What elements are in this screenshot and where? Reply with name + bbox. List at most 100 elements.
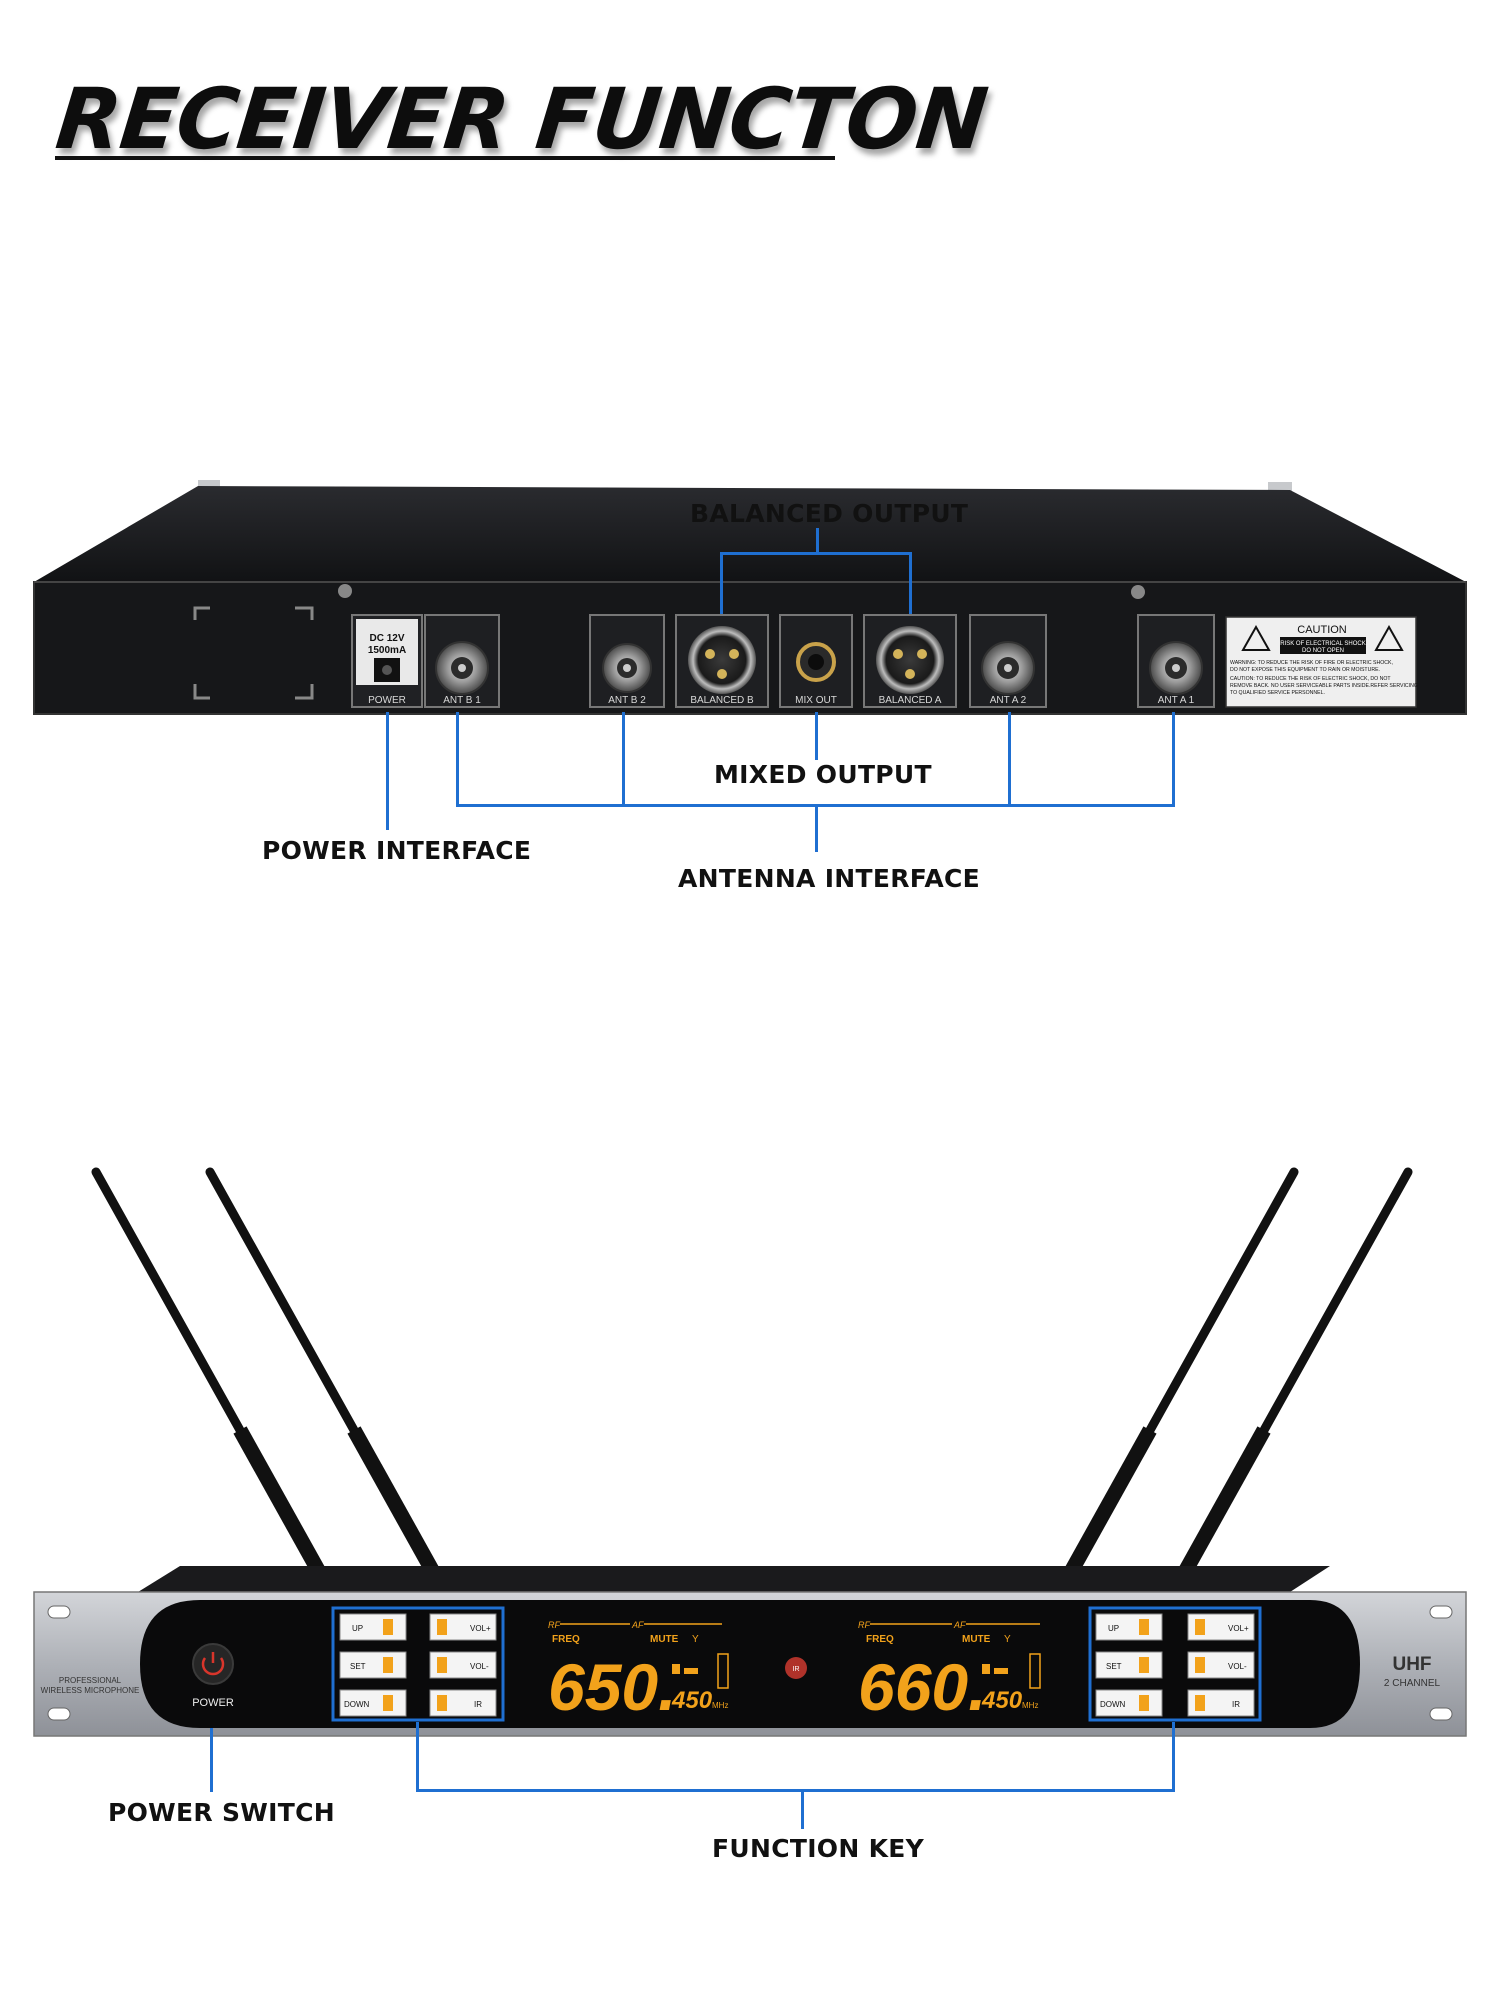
key-left-set[interactable]: SET [339, 1651, 407, 1679]
key-right-set-label: SET [1106, 1662, 1122, 1671]
channel-b-battery-icon [994, 1668, 1008, 1674]
antenna-interface-callout: ANTENNA INTERFACE [678, 864, 980, 893]
channel-b-level-meter [1029, 1653, 1041, 1689]
port-label-power: POWER [368, 695, 406, 706]
antenna-leader-b1 [456, 712, 459, 807]
balanced-output-leader-stem [816, 528, 819, 554]
power-switch-callout: POWER SWITCH [108, 1798, 335, 1827]
model-label: UHF [1392, 1654, 1431, 1675]
key-right-vol-up[interactable]: VOL+ [1187, 1613, 1255, 1641]
antenna-leader-a1 [1172, 712, 1175, 807]
power-label: POWER [192, 1697, 234, 1709]
function-key-leader-stem [801, 1789, 804, 1829]
power-spec-line1: DC 12V [369, 633, 404, 644]
antenna-leader-a2 [1008, 712, 1011, 807]
key-right-vol-down-label: VOL- [1228, 1662, 1247, 1671]
balanced-output-leader-right [909, 552, 912, 614]
key-left-up-label: UP [352, 1624, 363, 1633]
channel-b-freq-label: FREQ [866, 1634, 894, 1645]
port-label-balanced-a: BALANCED A [879, 695, 942, 706]
key-right-ir-label: IR [1232, 1700, 1240, 1709]
port-label-balanced-b: BALANCED B [690, 695, 754, 706]
front-panel: PROFESSIONAL WIRELESS MICROPHONE POWER U… [33, 1167, 1467, 1737]
antenna-left-outer [91, 1167, 325, 1575]
channel-a-freq-main: 650. [548, 1650, 676, 1724]
function-key-group-right-frame [1088, 1606, 1262, 1722]
caution-line2: REMOVE BACK. NO USER SERVICEABLE PARTS I… [1230, 683, 1418, 689]
channel-a-freq-label: FREQ [552, 1634, 580, 1645]
key-left-vol-up[interactable]: VOL+ [429, 1613, 497, 1641]
channel-a-rf: RF [548, 1620, 560, 1630]
key-left-ir[interactable]: IR [429, 1689, 497, 1717]
key-right-down[interactable]: DOWN [1095, 1689, 1163, 1717]
key-left-set-label: SET [350, 1662, 366, 1671]
antenna-right-inner [1065, 1167, 1299, 1575]
caution-line3: TO QUALIFIED SERVICE PERSONNEL. [1230, 690, 1325, 696]
key-left-vol-down-label: VOL- [470, 1662, 489, 1671]
key-left-up[interactable]: UP [339, 1613, 407, 1641]
port-label-mix-out: MIX OUT [795, 695, 837, 706]
channel-a-display: RF AF FREQ MUTE Y 650. 450 MHz [548, 1620, 729, 1724]
channels-label: 2 CHANNEL [1384, 1678, 1441, 1689]
port-label-ant-b2: ANT B 2 [608, 695, 646, 706]
brand-line2: WIRELESS MICROPHONE [41, 1686, 140, 1695]
channel-a-antenna-icon: Y [692, 1634, 699, 1645]
title-underline [55, 156, 835, 160]
power-spec-line2: 1500mA [368, 645, 406, 656]
caution-line: CAUTION: TO REDUCE THE RISK OF ELECTRIC … [1230, 676, 1391, 682]
channel-b-freq-main: 660. [858, 1650, 986, 1724]
channel-b-af: AF [953, 1620, 966, 1630]
brand-line1: PROFESSIONAL [59, 1676, 122, 1685]
balanced-output-leader-left [720, 552, 723, 614]
function-key-leader-left [416, 1722, 419, 1792]
caution-warning: WARNING: TO REDUCE THE RISK OF FIRE OR E… [1230, 660, 1393, 666]
port-label-ant-a1: ANT A 1 [1158, 695, 1195, 706]
key-right-ir[interactable]: IR [1187, 1689, 1255, 1717]
caution-sub1: RISK OF ELECTRICAL SHOCK [1280, 641, 1365, 647]
function-key-callout: FUNCTION KEY [712, 1834, 925, 1863]
power-switch-leader [210, 1728, 213, 1792]
channel-b-lock-icon [982, 1664, 990, 1674]
channel-b-unit: MHz [1022, 1701, 1038, 1710]
ir-badge-label: IR [793, 1666, 800, 1673]
channel-b-antenna-icon: Y [1004, 1634, 1011, 1645]
caution-sub2: DO NOT OPEN [1302, 648, 1344, 654]
channel-a-freq-sub: 450 [671, 1687, 713, 1714]
channel-b-mute-label: MUTE [962, 1634, 991, 1645]
rear-panel: DC 12V 1500mA POWER ANT B 1 ANT B 2 BALA… [33, 480, 1467, 715]
channel-b-freq-sub: 450 [981, 1687, 1023, 1714]
channel-b-rf: RF [858, 1620, 870, 1630]
channel-a-battery-icon [684, 1668, 698, 1674]
mixed-output-leader [815, 712, 818, 760]
function-key-leader-bar [416, 1789, 1175, 1792]
port-label-ant-a2: ANT A 2 [990, 695, 1027, 706]
channel-a-mute-label: MUTE [650, 1634, 679, 1645]
balanced-output-leader-bar [720, 552, 912, 555]
antenna-left-inner [205, 1167, 439, 1575]
balanced-output-callout: BALANCED OUTPUT [690, 499, 969, 528]
antenna-leader-stem [815, 804, 818, 852]
key-right-vol-down[interactable]: VOL- [1187, 1651, 1255, 1679]
key-right-set[interactable]: SET [1095, 1651, 1163, 1679]
channel-a-af: AF [631, 1620, 644, 1630]
channel-a-lock-icon [672, 1664, 680, 1674]
caution-heading: CAUTION [1297, 624, 1347, 636]
key-right-up-label: UP [1108, 1624, 1119, 1633]
power-button[interactable] [192, 1643, 234, 1685]
antenna-leader-b2 [622, 712, 625, 807]
key-right-down-label: DOWN [1100, 1700, 1126, 1709]
key-right-vol-up-label: VOL+ [1228, 1624, 1249, 1633]
antenna-right-outer [1179, 1167, 1413, 1575]
function-key-group-left-frame [331, 1606, 505, 1722]
caution-warning2: DO NOT EXPOSE THIS EQUIPMENT TO RAIN OR … [1230, 667, 1380, 673]
channel-a-unit: MHz [712, 1701, 728, 1710]
mixed-output-callout: MIXED OUTPUT [714, 760, 932, 789]
key-left-vol-down[interactable]: VOL- [429, 1651, 497, 1679]
key-left-vol-up-label: VOL+ [470, 1624, 491, 1633]
key-left-down[interactable]: DOWN [339, 1689, 407, 1717]
function-key-leader-right [1172, 1722, 1175, 1792]
channel-b-display: RF AF FREQ MUTE Y 660. 450 MHz [858, 1620, 1041, 1724]
channel-a-level-meter [717, 1653, 729, 1689]
key-right-up[interactable]: UP [1095, 1613, 1163, 1641]
